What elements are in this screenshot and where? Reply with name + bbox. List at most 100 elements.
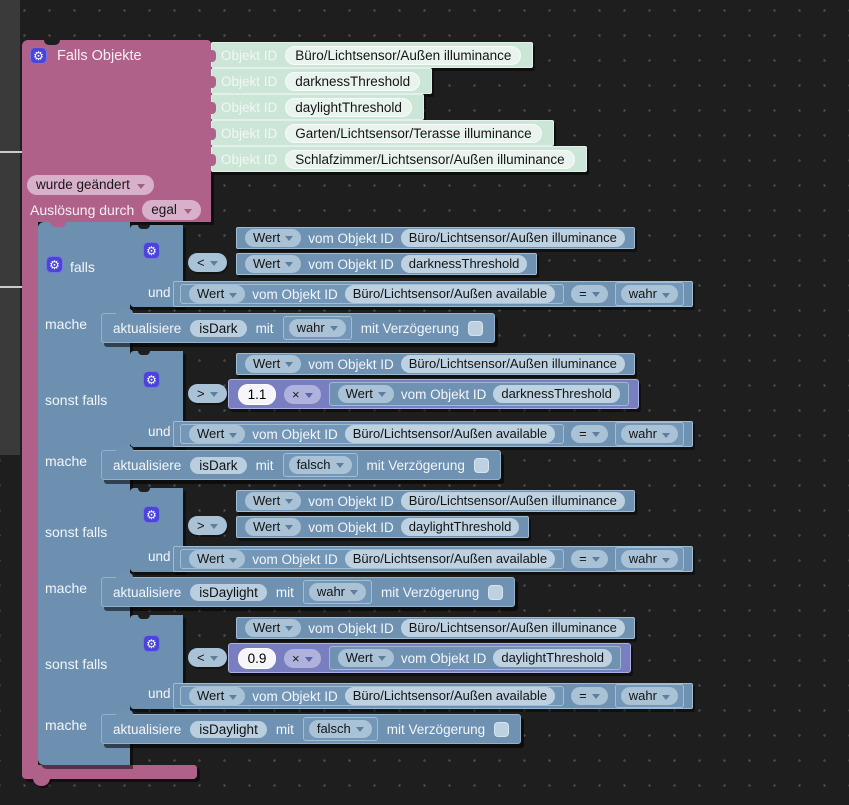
state-id-field[interactable]: isDark [190,319,247,337]
boolean-block[interactable]: falsch [302,716,378,742]
object-id-field[interactable]: Büro/Lichtsensor/Außen available [344,686,556,706]
operator-dropdown[interactable]: > [188,384,227,403]
object-id-field[interactable]: Büro/Lichtsensor/Außen illuminance [400,354,625,374]
equals-block[interactable]: Wert vom Objekt ID Büro/Lichtsensor/Auße… [173,281,693,307]
value-block[interactable]: Wert vom Objekt ID darknessThreshold [328,382,629,406]
object-id-field[interactable]: Büro/Lichtsensor/Außen available [344,424,556,444]
gear-icon[interactable]: ⚙ [143,242,160,259]
object-id-field[interactable]: daylightThreshold [285,97,412,117]
boolean-block[interactable]: falsch [282,452,358,478]
update-state-block[interactable]: aktualisiere isDark mit falsch mit Verzö… [101,446,501,480]
number-input[interactable]: 1.1 [238,383,276,405]
object-id-field[interactable]: Büro/Lichtsensor/Außen available [344,549,556,569]
wert-dropdown[interactable]: Wert [245,254,302,274]
bool-dropdown[interactable]: wahr [620,284,678,304]
object-id-field[interactable]: darknessThreshold [400,254,528,274]
operator-dropdown[interactable]: > [188,516,227,535]
equals-dropdown[interactable]: = [571,424,608,444]
value-block[interactable]: Wert vom Objekt ID Büro/Lichtsensor/Auße… [236,490,635,512]
state-id-field[interactable]: isDark [190,456,247,474]
gear-icon[interactable]: ⚙ [46,256,63,273]
bool-dropdown[interactable]: wahr [620,549,678,569]
delay-checkbox[interactable] [468,320,484,336]
boolean-block[interactable]: wahr [302,579,373,605]
value-block[interactable]: Wert vom Objekt ID Büro/Lichtsensor/Auße… [180,424,565,444]
object-id-field[interactable]: darknessThreshold [285,71,421,91]
operator-dropdown[interactable]: < [188,253,227,272]
value-block[interactable]: Wert vom Objekt ID darknessThreshold [236,253,538,275]
state-id-field[interactable]: isDaylight [190,720,267,738]
update-state-block[interactable]: aktualisiere isDaylight mit wahr mit Ver… [101,573,516,607]
rule-block-spine[interactable] [22,220,38,766]
object-id-field[interactable]: Büro/Lichtsensor/Außen illuminance [400,491,625,511]
rule-block-foot[interactable] [22,765,197,779]
object-id-field[interactable]: Büro/Lichtsensor/Außen illuminance [400,228,625,248]
wert-dropdown[interactable]: Wert [189,424,246,444]
bool-dropdown[interactable]: wahr [288,318,346,338]
wert-dropdown[interactable]: Wert [245,491,302,511]
equals-dropdown[interactable]: = [571,549,608,569]
trigger-dropdown[interactable]: wurde geändert [27,175,154,196]
boolean-block[interactable]: wahr [614,546,684,572]
bool-dropdown[interactable]: wahr [620,424,678,444]
equals-block[interactable]: Wert vom Objekt ID Büro/Lichtsensor/Auße… [173,683,693,709]
value-block[interactable]: Wert vom Objekt ID Büro/Lichtsensor/Auße… [236,227,635,249]
multiply-block[interactable]: 1.1 × Wert vom Objekt ID darknessThresho… [228,379,639,409]
value-block[interactable]: Wert vom Objekt ID Büro/Lichtsensor/Auße… [180,686,565,706]
value-block[interactable]: Wert vom Objekt ID Büro/Lichtsensor/Auße… [180,284,565,304]
equals-dropdown[interactable]: = [571,284,608,304]
object-id-field[interactable]: darknessThreshold [493,384,620,404]
wert-dropdown[interactable]: Wert [337,384,394,404]
if-block-body[interactable] [38,222,130,765]
gear-icon[interactable]: ⚙ [30,47,47,64]
wert-dropdown[interactable]: Wert [245,517,302,537]
object-id-field[interactable]: Garten/Lichtsensor/Terasse illuminance [285,123,542,143]
wert-dropdown[interactable]: Wert [245,228,302,248]
toolbox-strip[interactable] [0,0,20,455]
value-block[interactable]: Wert vom Objekt ID Büro/Lichtsensor/Auße… [236,353,635,375]
boolean-block[interactable]: wahr [614,683,684,709]
wert-dropdown[interactable]: Wert [189,284,246,304]
object-id-field[interactable]: Büro/Lichtsensor/Außen available [344,284,556,304]
object-id-field[interactable]: daylightThreshold [493,648,612,668]
update-state-block[interactable]: aktualisiere isDark mit wahr mit Verzöge… [101,309,496,343]
wert-dropdown[interactable]: Wert [189,686,246,706]
gear-icon[interactable]: ⚙ [143,506,160,523]
boolean-block[interactable]: wahr [614,421,684,447]
object-id-block[interactable]: Objekt ID daylightThreshold [211,94,424,120]
object-id-block[interactable]: Objekt ID darknessThreshold [211,68,433,94]
delay-checkbox[interactable] [473,457,489,473]
wert-dropdown[interactable]: Wert [189,549,246,569]
update-state-block[interactable]: aktualisiere isDaylight mit falsch mit V… [101,710,522,744]
operator-dropdown[interactable]: < [188,648,227,667]
state-id-field[interactable]: isDaylight [190,583,267,601]
equals-block[interactable]: Wert vom Objekt ID Büro/Lichtsensor/Auße… [173,546,693,572]
multiply-operator-dropdown[interactable]: × [284,384,321,404]
wert-dropdown[interactable]: Wert [245,618,302,638]
condition-dropdown[interactable]: egal [142,200,201,221]
delay-checkbox[interactable] [488,584,504,600]
multiply-block[interactable]: 0.9 × Wert vom Objekt ID daylightThresho… [228,643,631,673]
number-input[interactable]: 0.9 [238,647,276,669]
value-block[interactable]: Wert vom Objekt ID Büro/Lichtsensor/Auße… [236,617,635,639]
object-id-block[interactable]: Objekt ID Schlafzimmer/Lichtsensor/Außen… [211,146,587,172]
object-id-field[interactable]: daylightThreshold [400,517,520,537]
object-id-field[interactable]: Schlafzimmer/Lichtsensor/Außen illuminan… [285,149,575,169]
object-id-block[interactable]: Objekt ID Garten/Lichtsensor/Terasse ill… [211,120,554,146]
wert-dropdown[interactable]: Wert [337,648,394,668]
multiply-operator-dropdown[interactable]: × [284,648,321,668]
object-id-block[interactable]: Objekt ID Büro/Lichtsensor/Außen illumin… [211,42,534,68]
object-id-field[interactable]: Büro/Lichtsensor/Außen illuminance [400,618,625,638]
delay-checkbox[interactable] [494,721,510,737]
gear-icon[interactable]: ⚙ [143,371,160,388]
bool-dropdown[interactable]: falsch [308,719,372,739]
equals-block[interactable]: Wert vom Objekt ID Büro/Lichtsensor/Auße… [173,421,693,447]
value-block[interactable]: Wert vom Objekt ID daylightThreshold [328,646,621,670]
wert-dropdown[interactable]: Wert [245,354,302,374]
boolean-block[interactable]: wahr [614,281,684,307]
object-id-field[interactable]: Büro/Lichtsensor/Außen illuminance [285,45,522,65]
bool-dropdown[interactable]: wahr [308,582,367,602]
boolean-block[interactable]: wahr [282,315,352,341]
gear-icon[interactable]: ⚙ [143,635,160,652]
